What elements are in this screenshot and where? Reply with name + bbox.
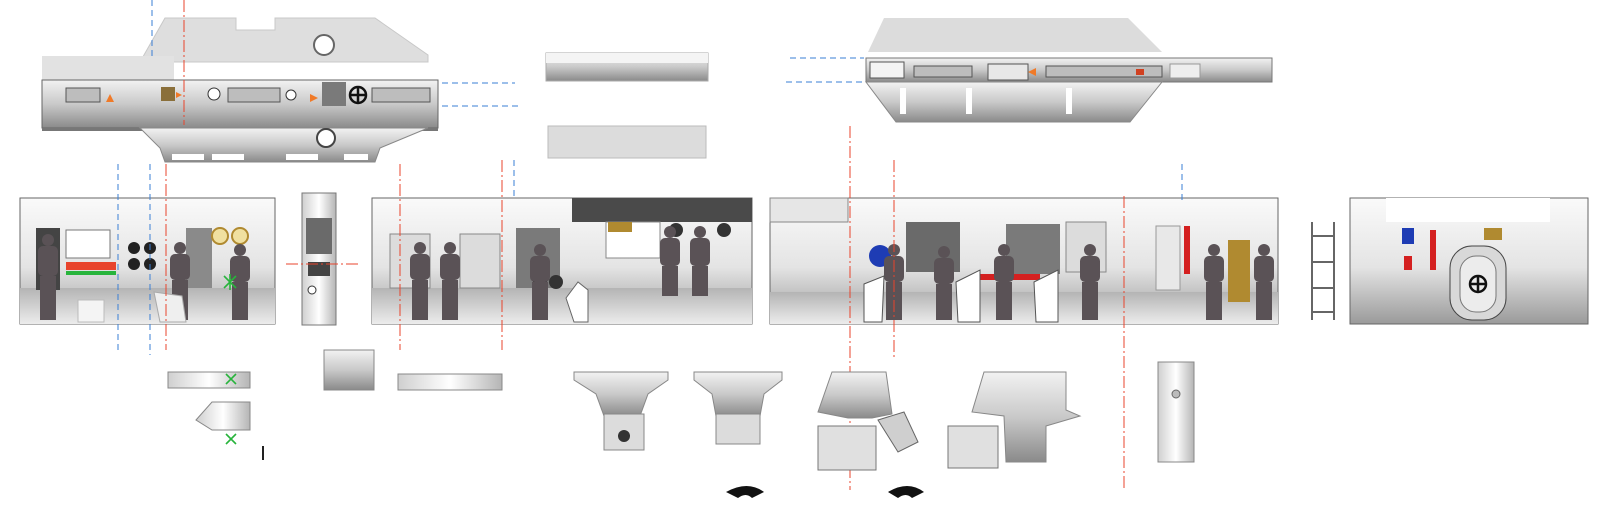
bulkhead-hatch-panel (1349, 197, 1589, 325)
ladder-piece (1311, 222, 1335, 320)
control-room-wall-center (371, 160, 753, 350)
control-room-wall-right (769, 126, 1279, 490)
green-asterisk-icon (223, 274, 237, 290)
upper-deck-piece-right (786, 18, 1273, 123)
console-pieces (573, 361, 1195, 498)
roof-strip-pieces (545, 52, 709, 159)
upper-deck-piece-left (41, 0, 520, 163)
orange-arrow-icon (106, 92, 318, 102)
crew-figure-icon (410, 226, 710, 320)
control-room-wall-left (19, 164, 276, 355)
column-piece (286, 192, 358, 326)
green-asterisk-icon (225, 373, 237, 445)
round-hatch-icon (1468, 274, 1488, 294)
small-parts-lower-left (167, 349, 503, 460)
crosshair-circle-icon (348, 85, 368, 105)
